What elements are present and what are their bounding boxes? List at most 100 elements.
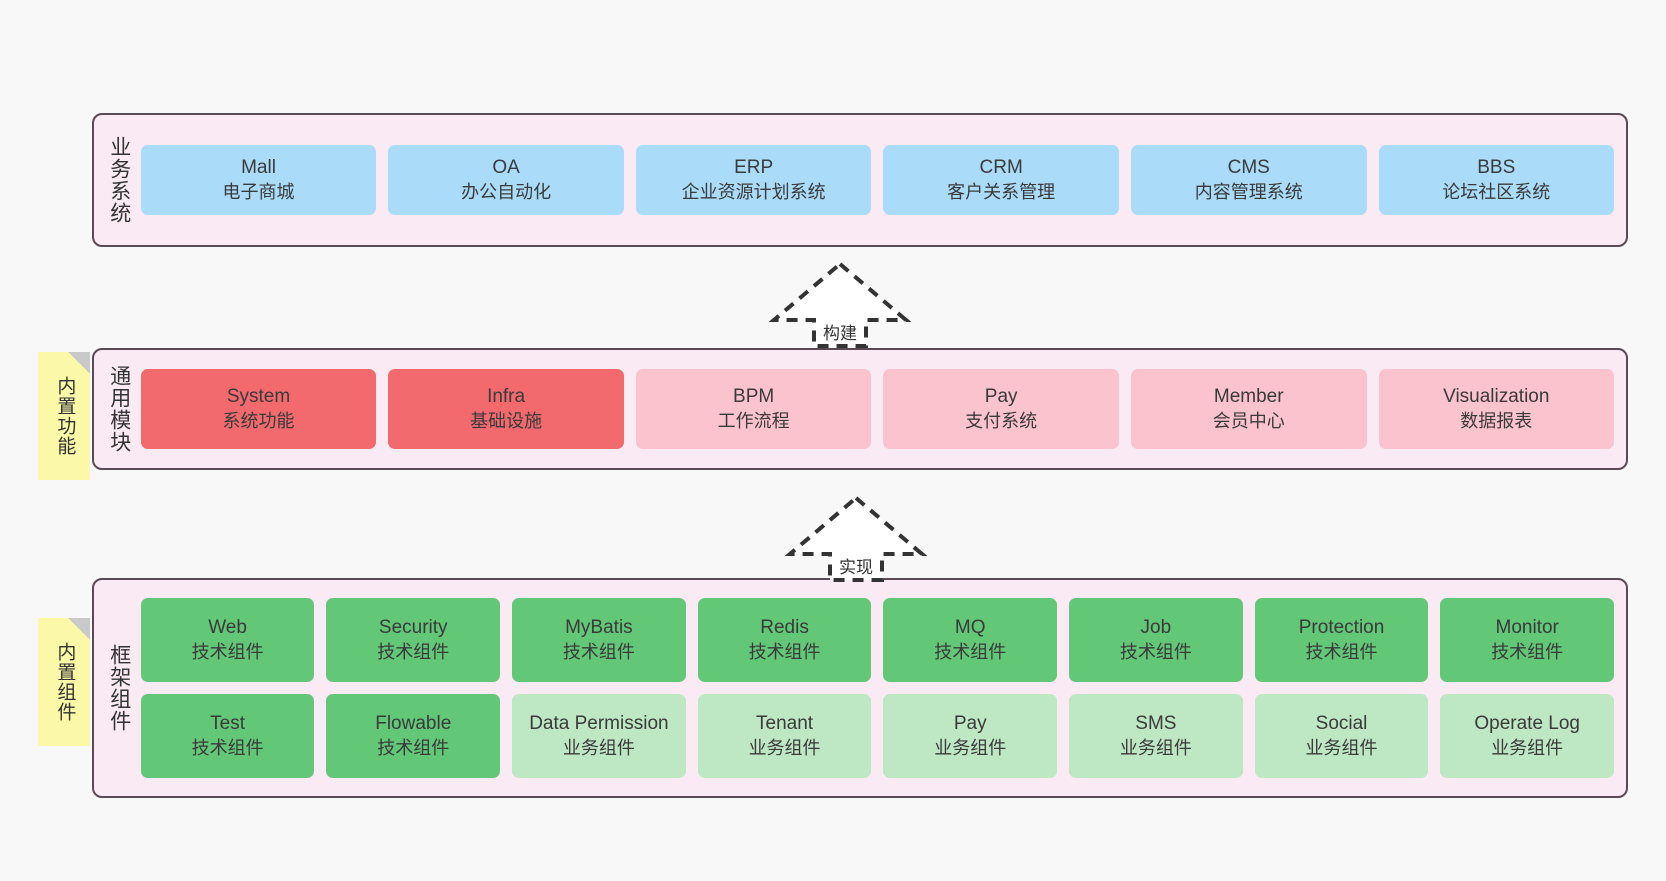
layer-business-systems: 业务系统 Mall 电子商城 OA 办公自动化 ERP 企业资源计划系统 CRM 客户关系管理… [92,113,1628,247]
card-title-en: Social [1315,712,1368,734]
card-security[interactable]: Security 技术组件 [326,598,501,682]
card-operate-log[interactable]: Operate Log 业务组件 [1440,694,1615,778]
card-monitor[interactable]: Monitor 技术组件 [1440,598,1615,682]
card-title-en: MyBatis [565,616,633,638]
card-subtitle-cn: 技术组件 [191,641,264,662]
card-subtitle-cn: 业务组件 [1305,737,1378,758]
card-title-en: Monitor [1495,616,1559,638]
card-title-en: Tenant [756,712,814,734]
card-title-en: CRM [979,156,1023,178]
card-redis[interactable]: Redis 技术组件 [697,598,872,682]
card-subtitle-cn: 技术组件 [1119,641,1192,662]
card-web[interactable]: Web 技术组件 [140,598,315,682]
card-oa[interactable]: OA 办公自动化 [388,145,624,215]
card-title-en: Infra [487,385,526,407]
card-subtitle-cn: 技术组件 [1305,641,1378,662]
card-title-en: SMS [1135,712,1177,734]
card-infra[interactable]: Infra 基础设施 [388,369,624,449]
card-subtitle-cn: 业务组件 [1119,737,1192,758]
card-title-en: Operate Log [1474,712,1580,734]
card-title-en: Job [1140,616,1172,638]
card-subtitle-cn: 会员中心 [1212,410,1285,431]
card-title-en: OA [492,156,520,178]
card-pay[interactable]: Pay 支付系统 [883,369,1119,449]
note-builtin-function: 内置功能 [38,352,90,480]
card-subtitle-cn: 数据报表 [1460,410,1533,431]
card-subtitle-cn: 技术组件 [934,641,1007,662]
layer-common-modules-title: 通用模块 [107,365,131,453]
card-tenant[interactable]: Tenant 业务组件 [697,694,872,778]
card-subtitle-cn: 支付系统 [965,410,1038,431]
card-protection[interactable]: Protection 技术组件 [1254,598,1429,682]
card-subtitle-cn: 系统功能 [222,410,295,431]
note-builtin-component-label: 内置组件 [54,642,76,722]
card-mybatis[interactable]: MyBatis 技术组件 [512,598,686,682]
card-title-en: Security [378,616,448,638]
card-sms[interactable]: SMS 业务组件 [1069,694,1243,778]
card-bbs[interactable]: BBS 论坛社区系统 [1378,145,1615,215]
card-title-en: BBS [1477,156,1516,178]
card-subtitle-cn: 业务组件 [1491,737,1564,758]
card-social[interactable]: Social 业务组件 [1254,694,1429,778]
arrow-implement-label: 实现 [839,558,873,577]
card-erp[interactable]: ERP 企业资源计划系统 [635,145,872,215]
card-mq[interactable]: MQ 技术组件 [883,598,1058,682]
card-title-en: Flowable [375,712,452,734]
card-subtitle-cn: 企业资源计划系统 [681,181,826,202]
card-mall[interactable]: Mall 电子商城 [140,145,377,215]
card-system[interactable]: System 系统功能 [140,369,377,449]
card-subtitle-cn: 技术组件 [1491,641,1564,662]
card-subtitle-cn: 论坛社区系统 [1442,181,1551,202]
card-flowable[interactable]: Flowable 技术组件 [326,694,501,778]
arrow-build-label: 构建 [823,324,857,343]
card-title-en: Test [210,712,246,734]
card-subtitle-cn: 电子商城 [222,181,295,202]
card-title-en: Web [208,616,247,638]
card-title-en: Mall [241,156,276,178]
generalization-arrow-build: 构建 [760,258,920,350]
note-builtin-component: 内置组件 [38,618,90,746]
card-title-en: MQ [954,616,986,638]
generalization-arrow-implement: 实现 [776,492,936,584]
card-crm[interactable]: CRM 客户关系管理 [883,145,1119,215]
card-title-en: Member [1213,385,1284,407]
note-fold-corner-icon [68,352,90,374]
card-title-en: ERP [734,156,774,178]
card-title-en: System [226,385,291,407]
card-title-en: Data Permission [529,712,669,734]
card-subtitle-cn: 技术组件 [377,737,450,758]
layer-business-systems-title: 业务系统 [107,136,131,224]
card-subtitle-cn: 技术组件 [748,641,821,662]
card-subtitle-cn: 内容管理系统 [1194,181,1303,202]
card-subtitle-cn: 基础设施 [470,410,543,431]
card-subtitle-cn: 业务组件 [748,737,821,758]
note-fold-corner-icon [68,618,90,640]
card-subtitle-cn: 业务组件 [934,737,1007,758]
card-title-en: Protection [1298,616,1385,638]
card-subtitle-cn: 办公自动化 [461,181,552,202]
card-subtitle-cn: 工作流程 [717,410,790,431]
card-subtitle-cn: 技术组件 [562,641,635,662]
card-title-en: Pay [984,385,1018,407]
card-subtitle-cn: 技术组件 [191,737,264,758]
card-subtitle-cn: 客户关系管理 [947,181,1056,202]
layer-framework-components-title: 框架组件 [107,644,131,732]
card-subtitle-cn: 技术组件 [377,641,450,662]
card-member[interactable]: Member 会员中心 [1130,369,1367,449]
card-job[interactable]: Job 技术组件 [1069,598,1243,682]
card-title-en: Redis [760,616,809,638]
card-test[interactable]: Test 技术组件 [140,694,315,778]
